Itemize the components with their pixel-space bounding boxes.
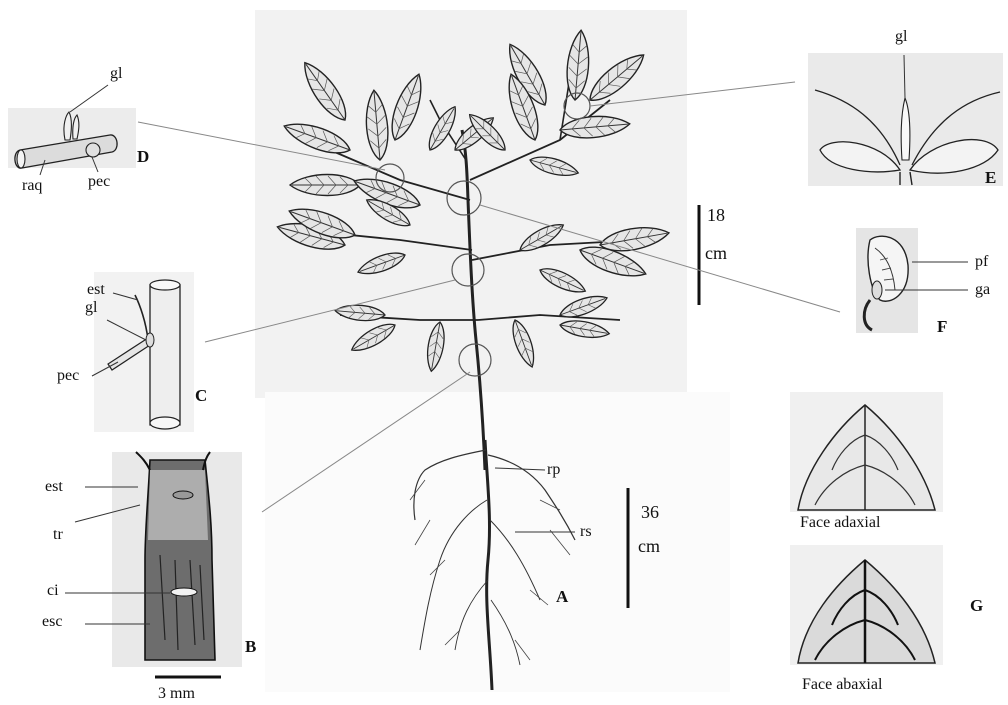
label-c-gl: gl (85, 300, 97, 316)
panel-f-detail (856, 228, 968, 333)
scale-shoot-value: 18 (707, 206, 725, 224)
label-b-est: est (45, 479, 63, 495)
label-f-pf: pf (975, 254, 988, 270)
scale-b-label: 3 mm (158, 686, 195, 702)
caption-adaxial: Face adaxial (800, 515, 880, 531)
panel-c-letter: C (195, 387, 207, 404)
label-d-gl: gl (110, 66, 122, 82)
panel-d-rachis-detail (8, 85, 136, 175)
panel-a-letter: A (556, 588, 568, 605)
label-e-gl: gl (895, 29, 907, 45)
caption-abaxial: Face abaxial (802, 677, 882, 693)
label-b-ci: ci (47, 583, 59, 599)
scale-shoot-unit: cm (705, 244, 727, 262)
panel-g-letter: G (970, 597, 983, 614)
scale-root-unit: cm (638, 537, 660, 555)
label-b-tr: tr (53, 527, 63, 543)
panel-d-letter: D (137, 148, 149, 165)
label-rp: rp (547, 462, 560, 478)
panel-e-gland-detail (808, 53, 1003, 186)
label-d-pec: pec (88, 174, 110, 190)
label-d-raq: raq (22, 178, 42, 194)
panel-f-letter: F (937, 318, 947, 335)
label-c-est: est (87, 282, 105, 298)
scale-root-value: 36 (641, 503, 659, 521)
panel-c-petiole-detail (92, 272, 194, 432)
label-c-pec: pec (57, 368, 79, 384)
panel-e-letter: E (985, 169, 996, 186)
label-f-ga: ga (975, 282, 990, 298)
panel-a-root-background (265, 392, 730, 692)
panel-b-letter: B (245, 638, 256, 655)
label-b-esc: esc (42, 614, 62, 630)
panel-b-stem-detail (65, 452, 242, 677)
label-rs: rs (580, 524, 592, 540)
